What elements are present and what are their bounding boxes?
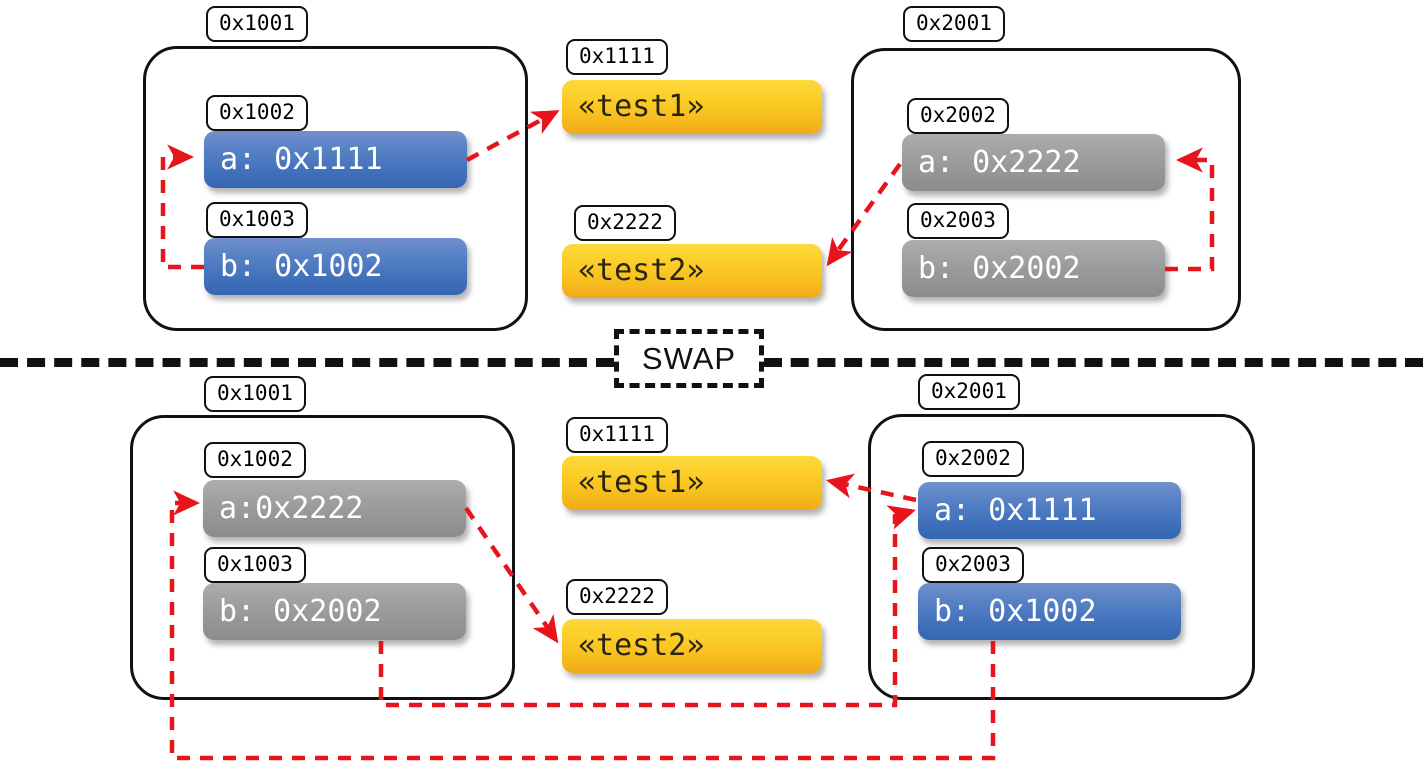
divider-line-right: [764, 358, 1423, 367]
var-box-before-right-b: b: 0x2002: [902, 240, 1165, 297]
string-box-after-test1: «test1»: [562, 456, 822, 510]
address-tag-before-left-slot-0: 0x1002: [206, 95, 308, 131]
address-tag-before-right-slot-0: 0x2002: [907, 98, 1009, 134]
var-box-after-left-a: a:0x2222: [203, 480, 466, 537]
var-box-after-right-b: b: 0x1002: [918, 583, 1181, 640]
address-tag-after-right-frame: 0x2001: [918, 374, 1020, 410]
address-tag-after-right-slot-0: 0x2002: [922, 441, 1024, 477]
address-tag-before-string-1: 0x2222: [574, 205, 676, 241]
address-tag-before-left-slot-1: 0x1003: [206, 202, 308, 238]
address-tag-before-left-frame: 0x1001: [206, 6, 308, 42]
string-box-before-test1: «test1»: [562, 80, 822, 134]
var-box-before-left-a: a: 0x1111: [204, 131, 467, 188]
var-box-after-right-a: a: 0x1111: [918, 482, 1181, 539]
string-box-after-test2: «test2»: [562, 619, 822, 673]
address-tag-after-left-frame: 0x1001: [204, 376, 306, 412]
address-tag-after-right-slot-1: 0x2003: [922, 547, 1024, 583]
address-tag-after-string-0: 0x1111: [566, 417, 668, 453]
address-tag-after-left-slot-0: 0x1002: [204, 442, 306, 478]
memory-frame-after-left: [130, 415, 515, 700]
swap-label: SWAP: [614, 329, 764, 388]
address-tag-after-string-1: 0x2222: [566, 579, 668, 615]
address-tag-before-string-0: 0x1111: [566, 39, 668, 75]
var-box-before-right-a: a: 0x2222: [902, 134, 1165, 191]
var-box-before-left-b: b: 0x1002: [204, 238, 467, 295]
address-tag-after-left-slot-1: 0x1003: [204, 547, 306, 583]
address-tag-before-right-slot-1: 0x2003: [907, 203, 1009, 239]
var-box-after-left-b: b: 0x2002: [203, 583, 466, 640]
address-tag-before-right-frame: 0x2001: [903, 6, 1005, 42]
string-box-before-test2: «test2»: [562, 244, 822, 298]
divider-line-left: [0, 358, 614, 367]
